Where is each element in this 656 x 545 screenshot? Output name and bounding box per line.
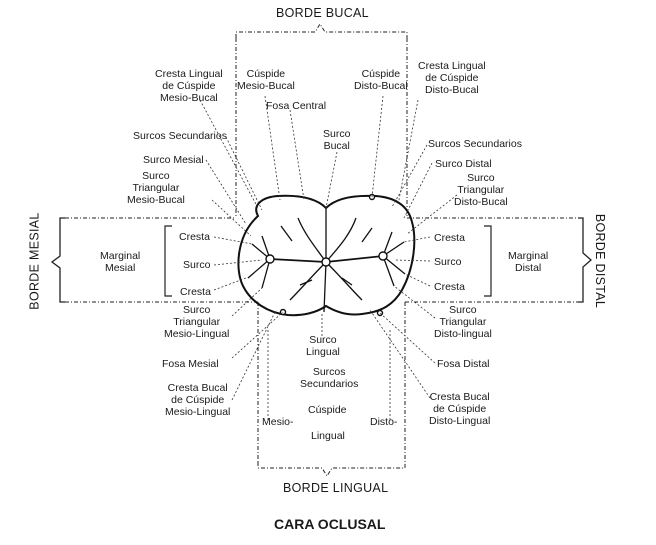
label-text: Surco Bucal bbox=[323, 128, 351, 152]
label-lingual: Lingual bbox=[311, 430, 345, 442]
label-text: Marginal Distal bbox=[508, 250, 549, 274]
label-text: Surco Triangular Disto-Bucal bbox=[454, 172, 508, 208]
label-surco-right: Surco bbox=[434, 256, 462, 268]
label-surcos-secundarios-bottom: Surcos Secundarios bbox=[300, 366, 358, 390]
outline-horizontal bbox=[65, 217, 578, 303]
label-marginal-distal: Marginal Distal bbox=[508, 250, 548, 274]
label-cresta-left-1: Cresta bbox=[179, 231, 210, 243]
label-text: Surco Distal bbox=[435, 158, 492, 170]
label-surcos-secundarios-left: Surcos Secundarios bbox=[133, 130, 227, 142]
label-text: Cúspide Disto-Bucal bbox=[354, 68, 408, 92]
label-text: Surco Triangular Disto-lingual bbox=[434, 304, 492, 340]
label-surco-mesial: Surco Mesial bbox=[143, 154, 204, 166]
label-text: Surco Mesial bbox=[143, 154, 204, 166]
label-cresta-lingual-mb: Cresta Lingual de Cúspide Mesio-Bucal bbox=[155, 68, 223, 104]
outline-vertical bbox=[235, 38, 408, 462]
marginal-distal-bracket bbox=[484, 225, 492, 297]
label-text: Cúspide Mesio-Bucal bbox=[237, 68, 295, 92]
label-surco-left: Surco bbox=[183, 259, 211, 271]
label-mesio: Mesio- bbox=[262, 416, 294, 428]
central-pit bbox=[321, 257, 331, 267]
label-text: Surco Triangular Mesio-Lingual bbox=[164, 304, 230, 340]
label-fosa-mesial: Fosa Mesial bbox=[162, 358, 219, 370]
leader-lines bbox=[199, 95, 458, 420]
label-disto: Disto- bbox=[370, 416, 398, 428]
label-fosa-distal: Fosa Distal bbox=[437, 358, 490, 370]
label-text: Cresta Bucal de Cúspide Mesio-Lingual bbox=[165, 382, 231, 418]
label-text: Surco Triangular Mesio-Bucal bbox=[127, 170, 185, 206]
label-surco-triangular-ml: Surco Triangular Mesio-Lingual bbox=[164, 304, 229, 340]
mesial-pit bbox=[265, 254, 275, 264]
label-text: Marginal Mesial bbox=[100, 250, 141, 274]
top-bracket bbox=[235, 23, 408, 38]
label-cresta-bucal-ml: Cresta Bucal de Cúspide Mesio-Lingual bbox=[165, 382, 230, 418]
left-border-label: BORDE MESIAL bbox=[27, 212, 42, 310]
label-text: Cresta Lingual de Cúspide Disto-Bucal bbox=[418, 60, 486, 96]
top-border-label: BORDE BUCAL bbox=[276, 6, 369, 20]
label-cuspide-db: Cúspide Disto-Bucal bbox=[354, 68, 408, 92]
label-cresta-right-2: Cresta bbox=[434, 281, 465, 293]
label-surcos-secundarios-right: Surcos Secundarios bbox=[428, 138, 522, 150]
label-fosa-central: Fosa Central bbox=[266, 100, 326, 112]
right-border-label: BORDE DISTAL bbox=[593, 213, 608, 309]
label-surco-triangular-db: Surco Triangular Disto-Bucal bbox=[454, 172, 508, 208]
label-surco-triangular-dl: Surco Triangular Disto-lingual bbox=[434, 304, 492, 340]
right-bracket bbox=[578, 217, 592, 303]
tooth-outline bbox=[237, 194, 416, 317]
label-surco-lingual: Surco Lingual bbox=[306, 334, 340, 358]
label-cresta-right-1: Cresta bbox=[434, 232, 465, 244]
label-surco-bucal: Surco Bucal bbox=[323, 128, 350, 152]
left-bracket bbox=[50, 217, 65, 303]
label-text: Surcos Secundarios bbox=[133, 130, 227, 142]
label-text: Fosa Central bbox=[266, 100, 327, 112]
label-cuspide-lingual: Cúspide bbox=[308, 404, 347, 416]
caption: CARA OCLUSAL bbox=[274, 516, 386, 532]
label-surco-distal: Surco Distal bbox=[435, 158, 492, 170]
label-text: Surco Lingual bbox=[306, 334, 340, 358]
label-cresta-lingual-db: Cresta Lingual de Cúspide Disto-Bucal bbox=[418, 60, 486, 96]
marginal-mesial-bracket bbox=[164, 225, 172, 297]
label-text: Cresta Lingual de Cúspide Mesio-Bucal bbox=[155, 68, 223, 104]
label-text: Fosa Distal bbox=[437, 358, 490, 370]
label-surco-triangular-mb: Surco Triangular Mesio-Bucal bbox=[127, 170, 185, 206]
label-text: Surcos Secundarios bbox=[428, 138, 522, 150]
distal-pit bbox=[378, 251, 388, 261]
label-cuspide-mb: Cúspide Mesio-Bucal bbox=[237, 68, 295, 92]
label-cresta-bucal-dl: Cresta Bucal de Cúspide Disto-Lingual bbox=[429, 391, 490, 427]
label-text: Surcos Secundarios bbox=[300, 366, 359, 390]
label-marginal-mesial: Marginal Mesial bbox=[100, 250, 140, 274]
label-text: Cresta Bucal de Cúspide Disto-Lingual bbox=[429, 391, 491, 427]
bottom-bracket bbox=[257, 462, 406, 477]
label-text: Fosa Mesial bbox=[162, 358, 219, 370]
bottom-border-label: BORDE LINGUAL bbox=[283, 481, 389, 495]
label-cresta-left-2: Cresta bbox=[180, 286, 211, 298]
